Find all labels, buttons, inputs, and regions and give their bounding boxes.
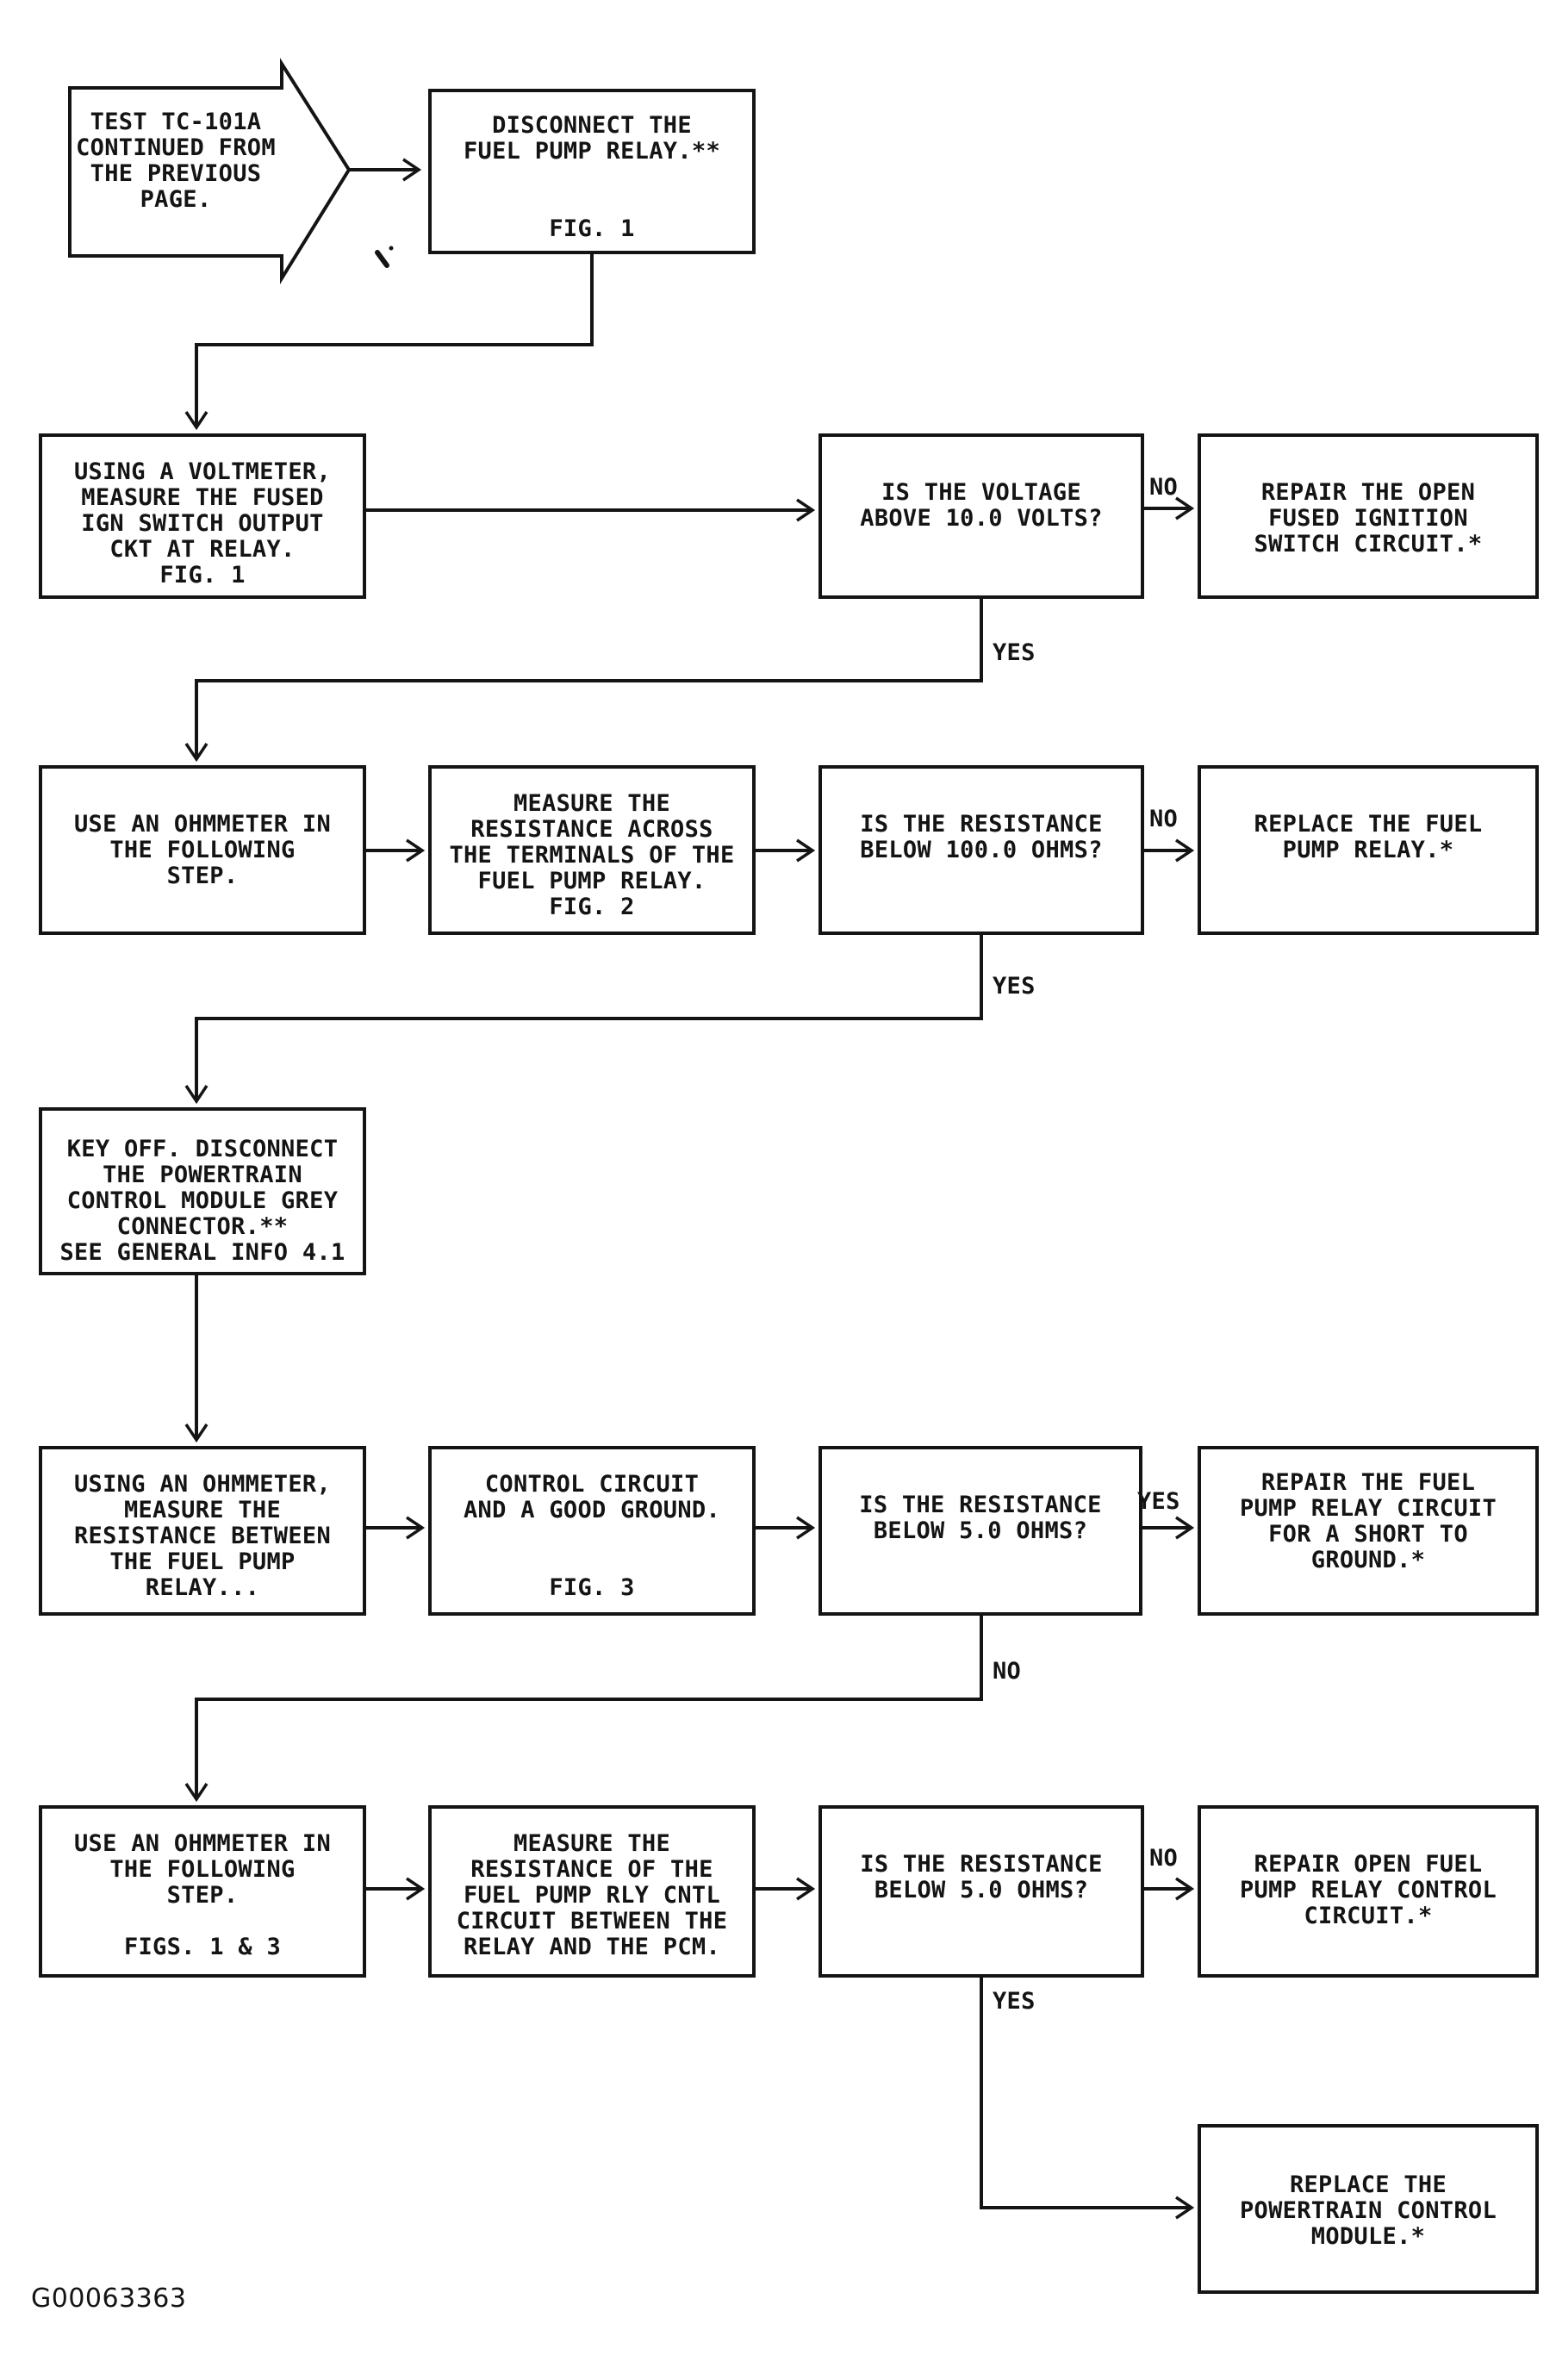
node-measure-cntl-circuit: MEASURE THE RESISTANCE OF THE FUEL PUMP … (428, 1805, 756, 1978)
edge-label-res100-no: NO (1149, 806, 1179, 832)
entry-arrow-label: TEST TC-101A CONTINUED FROM THE PREVIOUS… (76, 109, 276, 213)
entry-arrow-shape (68, 58, 352, 285)
node-use-ohmmeter-1: USE AN OHMMETER IN THE FOLLOWING STEP. (39, 765, 366, 935)
decision-resistance-below-5-a: IS THE RESISTANCE BELOW 5.0 OHMS? (818, 1446, 1142, 1616)
node-measure-relay-terminals: MEASURE THE RESISTANCE ACROSS THE TERMIN… (428, 765, 756, 935)
stray-mark (375, 246, 394, 268)
edge-label-voltage-yes: YES (993, 639, 1036, 666)
node-measure-between-relay: USING AN OHMMETER, MEASURE THE RESISTANC… (39, 1446, 366, 1616)
node-repair-short-to-ground: REPAIR THE FUEL PUMP RELAY CIRCUIT FOR A… (1198, 1446, 1539, 1616)
node-measure-ign-switch-voltage: USING A VOLTMETER, MEASURE THE FUSED IGN… (39, 433, 366, 599)
node-use-ohmmeter-2: USE AN OHMMETER IN THE FOLLOWING STEP. F… (39, 1805, 366, 1978)
edge-label-res100-yes: YES (993, 973, 1036, 1000)
connector-res5b-yes (980, 1978, 1195, 2220)
decision-resistance-below-100: IS THE RESISTANCE BELOW 100.0 OHMS? (818, 765, 1144, 935)
figure-id-label: G00063363 (31, 2283, 187, 2314)
decision-resistance-below-5-b: IS THE RESISTANCE BELOW 5.0 OHMS? (818, 1805, 1144, 1978)
edge-label-res5a-yes: YES (1137, 1488, 1180, 1515)
decision-voltage-above-10: IS THE VOLTAGE ABOVE 10.0 VOLTS? (818, 433, 1144, 599)
connector-voltage-yes (184, 599, 983, 763)
node-key-off-disconnect-pcm: KEY OFF. DISCONNECT THE POWERTRAIN CONTR… (39, 1107, 366, 1275)
edge-label-res5a-no: NO (993, 1658, 1022, 1685)
node-replace-fuel-pump-relay: REPLACE THE FUEL PUMP RELAY.* (1198, 765, 1539, 935)
connector-res5a-no (184, 1616, 983, 1803)
node-control-circuit-ground: CONTROL CIRCUIT AND A GOOD GROUND. FIG. … (428, 1446, 756, 1616)
node-disconnect-fuel-pump-relay: DISCONNECT THE FUEL PUMP RELAY.** FIG. 1 (428, 89, 756, 254)
edge-label-voltage-no: NO (1149, 474, 1179, 501)
node-repair-open-control-circuit: REPAIR OPEN FUEL PUMP RELAY CONTROL CIRC… (1198, 1805, 1539, 1978)
edge-label-res5b-no: NO (1149, 1845, 1179, 1872)
connector-res100-yes (184, 935, 983, 1105)
node-replace-pcm: REPLACE THE POWERTRAIN CONTROL MODULE.* (1198, 2124, 1539, 2294)
node-repair-fused-ignition-circuit: REPAIR THE OPEN FUSED IGNITION SWITCH CI… (1198, 433, 1539, 599)
edge-label-res5b-yes: YES (993, 1988, 1036, 2015)
connector-disconnect-to-voltmeter (184, 254, 594, 431)
